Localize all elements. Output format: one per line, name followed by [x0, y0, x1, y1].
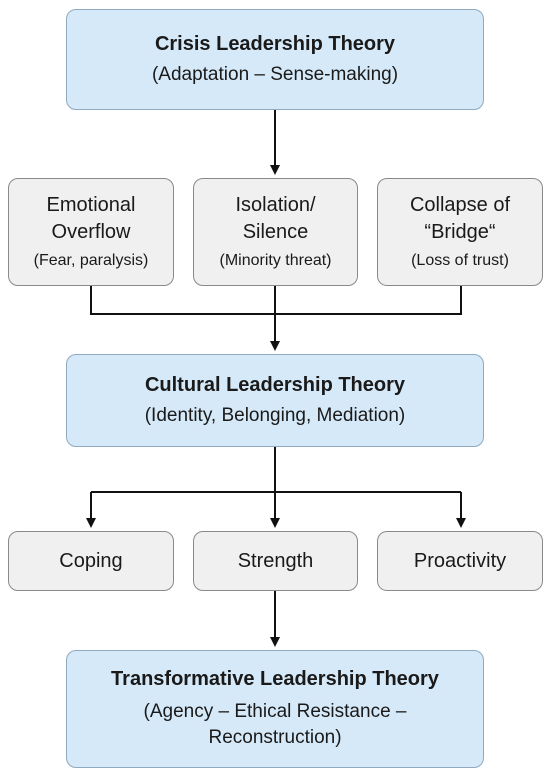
- transformative-leadership-subtitle-line1: (Agency – Ethical Resistance –: [143, 701, 407, 722]
- crisis-leadership-title: Crisis Leadership Theory: [154, 32, 396, 55]
- transformative-leadership-title: Transformative Leadership Theory: [111, 668, 439, 690]
- factor-collapse-bridge-detail: (Loss of trust): [411, 252, 509, 269]
- factor-isolation-silence-detail: (Minority threat): [219, 252, 332, 269]
- factor-collapse-bridge-line2: “Bridge“: [424, 221, 496, 243]
- outcome-strength-label: Strength: [237, 550, 314, 572]
- factor-emotional-overflow-detail: (Fear, paralysis): [33, 252, 149, 269]
- outcome-coping-box: Coping: [8, 531, 174, 591]
- cultural-leadership-box: Cultural Leadership Theory (Identity, Be…: [66, 354, 484, 447]
- outcome-strength-box: Strength: [193, 531, 358, 591]
- factor-emotional-overflow-box: Emotional Overflow (Fear, paralysis): [8, 178, 174, 286]
- cultural-leadership-subtitle: (Identity, Belonging, Mediation): [144, 404, 406, 426]
- outcome-proactivity-box: Proactivity: [377, 531, 543, 591]
- factor-emotional-overflow-line2: Overflow: [51, 221, 131, 243]
- crisis-leadership-box: Crisis Leadership Theory (Adaptation – S…: [66, 9, 484, 110]
- factor-collapse-bridge-line1: Collapse of: [409, 194, 511, 216]
- outcome-proactivity-label: Proactivity: [413, 550, 507, 572]
- factor-emotional-overflow-line1: Emotional: [46, 194, 136, 216]
- factor-isolation-silence-line1: Isolation/: [235, 194, 316, 216]
- factor-isolation-silence-line2: Silence: [242, 221, 309, 243]
- outcome-coping-label: Coping: [59, 550, 123, 572]
- crisis-leadership-subtitle: (Adaptation – Sense-making): [151, 63, 399, 85]
- cultural-leadership-title: Cultural Leadership Theory: [144, 373, 406, 396]
- factor-collapse-bridge-box: Collapse of “Bridge“ (Loss of trust): [377, 178, 543, 286]
- factor-isolation-silence-box: Isolation/ Silence (Minority threat): [193, 178, 358, 286]
- transformative-leadership-subtitle-line2: Reconstruction): [208, 727, 342, 748]
- transformative-leadership-box: Transformative Leadership Theory (Agency…: [66, 650, 484, 768]
